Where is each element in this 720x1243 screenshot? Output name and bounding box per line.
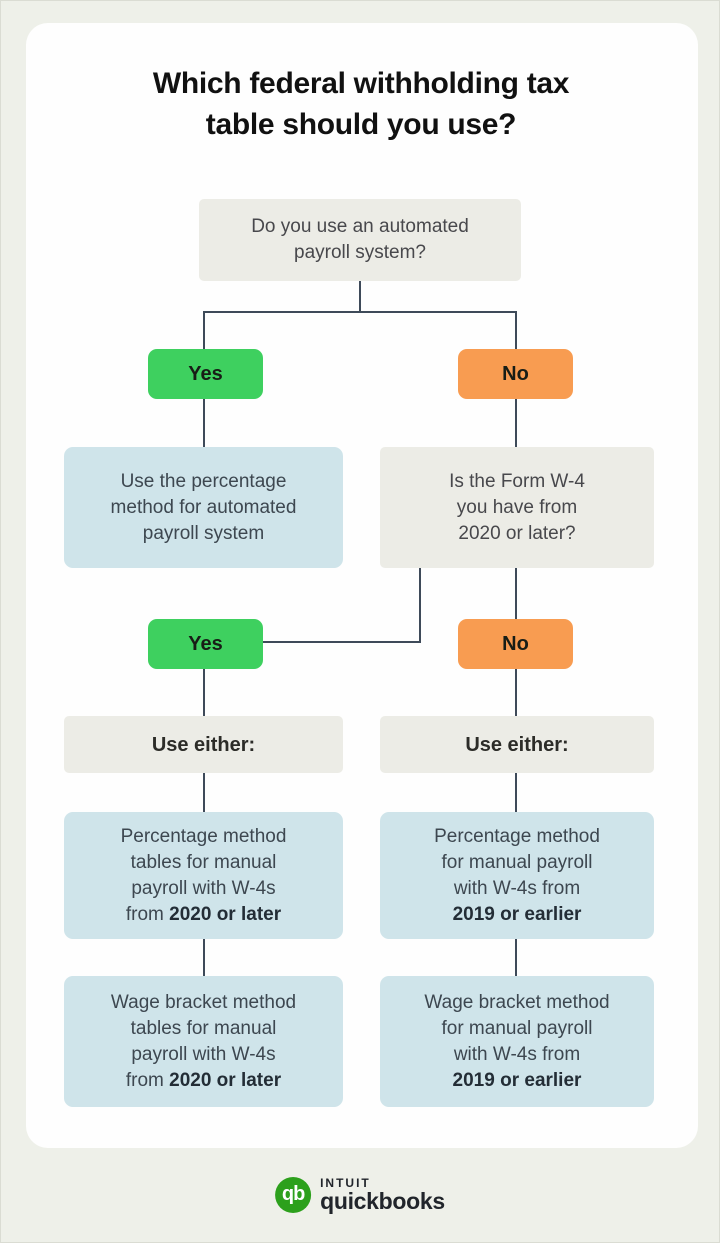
connector-line	[515, 773, 517, 813]
connector-line	[515, 568, 517, 619]
result-percentage-method-2019-earlier-text: Percentage method for manual payroll wit…	[434, 825, 600, 925]
use-either-left-text: Use either:	[151, 733, 256, 756]
connector-line	[203, 311, 205, 349]
result-wage-bracket-2019-earlier: Wage bracket method for manual payroll w…	[380, 976, 654, 1107]
use-either-right: Use either:	[380, 716, 654, 773]
quickbooks-wordmark: quickbooks	[320, 1188, 445, 1214]
connector-line	[515, 939, 517, 977]
result-wage-bracket-2020-later-text: Wage bracket method tables for manual pa…	[110, 991, 297, 1091]
result-percentage-method-2019-earlier: Percentage method for manual payroll wit…	[380, 812, 654, 939]
yes-badge-2: Yes	[148, 619, 263, 669]
yes-badge-1-label: Yes	[188, 362, 223, 385]
use-either-right-text: Use either:	[465, 733, 569, 756]
no-badge-2: No	[458, 619, 573, 669]
result-wage-bracket-2020-later: Wage bracket method tables for manual pa…	[64, 976, 343, 1107]
no-badge-1-label: No	[502, 362, 529, 385]
connector-line	[203, 669, 205, 716]
use-either-left: Use either:	[64, 716, 343, 773]
no-badge-2-label: No	[502, 632, 529, 655]
connector-line	[203, 939, 205, 977]
connector-line	[263, 641, 421, 643]
page-title: Which federal withholding tax table shou…	[152, 67, 570, 141]
connector-line	[203, 399, 205, 447]
question-automated-payroll: Do you use an automated payroll system?	[199, 199, 521, 281]
yes-badge-1: Yes	[148, 349, 263, 399]
connector-line	[359, 281, 361, 313]
question-w4-year: Is the Form W-4 you have from 2020 or la…	[380, 447, 654, 568]
connector-line	[203, 311, 517, 313]
result-automated-percentage-method-text: Use the percentage method for automated …	[110, 470, 297, 544]
quickbooks-qb-monogram: qb	[281, 1183, 305, 1205]
result-percentage-method-2020-later-text: Percentage method tables for manual payr…	[120, 825, 287, 925]
connector-line	[515, 311, 517, 349]
yes-badge-2-label: Yes	[188, 632, 223, 655]
question-w4-year-text: Is the Form W-4 you have from 2020 or la…	[449, 470, 585, 544]
quickbooks-qb-icon: qb	[275, 1177, 312, 1213]
question-automated-payroll-text: Do you use an automated payroll system?	[251, 216, 469, 263]
result-wage-bracket-2019-earlier-text: Wage bracket method for manual payroll w…	[424, 991, 610, 1091]
connector-line	[515, 669, 517, 716]
result-percentage-method-2020-later: Percentage method tables for manual payr…	[64, 812, 343, 939]
result-automated-percentage-method: Use the percentage method for automated …	[64, 447, 343, 568]
connector-line	[419, 568, 421, 643]
connector-line	[203, 773, 205, 813]
connector-line	[515, 399, 517, 447]
intuit-wordmark: INTUIT	[320, 1176, 371, 1190]
no-badge-1: No	[458, 349, 573, 399]
